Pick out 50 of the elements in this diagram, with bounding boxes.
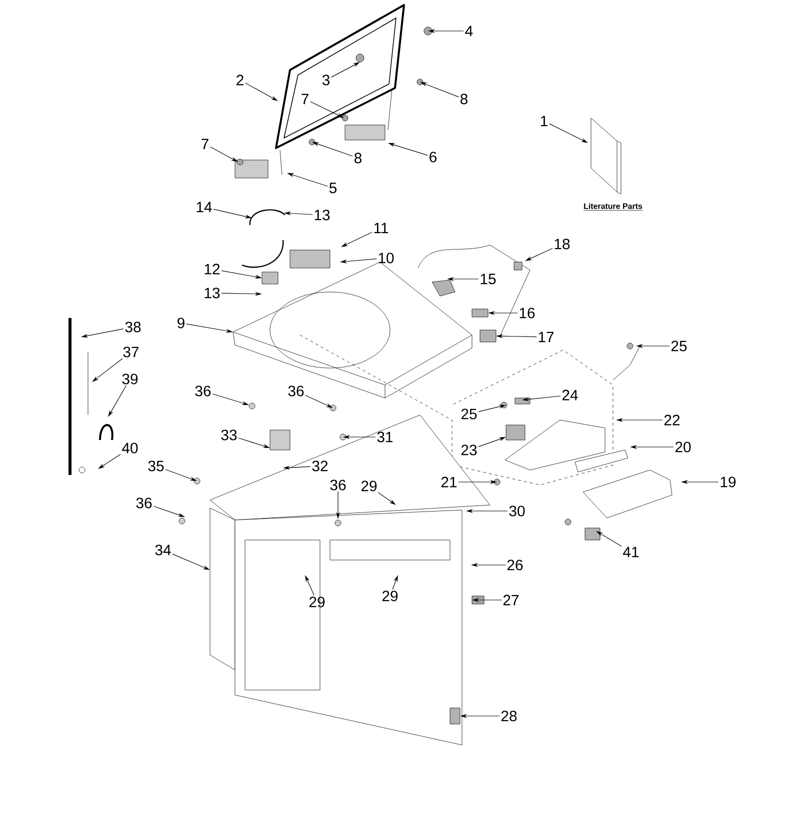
callout-number: 7: [302, 94, 308, 104]
callout-number: 36: [136, 498, 152, 508]
callout-number: 33: [221, 430, 237, 440]
callout-number: 20: [675, 442, 691, 452]
callout-number: 13: [204, 288, 220, 298]
callout-number: 22: [664, 414, 680, 426]
callout-number: 7: [202, 138, 208, 150]
callout-number: 40: [122, 442, 138, 454]
callout-number: 6: [430, 152, 436, 162]
callout-number: 3: [322, 74, 330, 86]
callout-number: 38: [125, 322, 141, 332]
callout-number: 5: [329, 182, 337, 194]
callout-number: 17: [538, 332, 554, 342]
callout-number: 9: [178, 318, 184, 328]
callout-number: 10: [378, 252, 394, 264]
callout-number: 36: [195, 386, 211, 396]
callout-number: 1: [540, 116, 548, 126]
callout-number: 36: [330, 480, 346, 490]
callout-number: 16: [520, 308, 535, 318]
callout-number: 19: [720, 476, 736, 488]
callout-number: 11: [374, 222, 388, 234]
callout-number: 41: [623, 546, 639, 558]
callout-number: 15: [480, 274, 496, 284]
callout-number: 25: [461, 408, 477, 420]
callout-number: 27: [503, 594, 519, 606]
callout-number: 14: [196, 202, 212, 212]
callout-number: 31: [377, 432, 393, 442]
callout-number: 23: [461, 444, 477, 456]
callout-number: 29: [361, 480, 377, 492]
callout-number: 24: [562, 390, 578, 400]
callout-number: 2: [236, 74, 244, 86]
callout-number: 18: [554, 238, 570, 250]
callout-number: 21: [441, 476, 457, 488]
callout-number: 37: [123, 346, 139, 358]
callout-number: 34: [155, 544, 171, 556]
callout-number: 28: [501, 710, 517, 722]
callout-number: 35: [148, 460, 164, 472]
callout-number: 39: [122, 374, 138, 384]
callout-number: 29: [309, 596, 325, 608]
callout-number: 32: [312, 460, 328, 472]
callout-number: 4: [465, 26, 473, 36]
callout-number: 26: [507, 560, 523, 570]
callout-number: 13: [314, 210, 330, 220]
callout-number: 30: [509, 506, 525, 516]
callout-number: 12: [204, 264, 220, 274]
callout-number: 8: [354, 152, 362, 164]
callout-number: 29: [382, 590, 398, 602]
callout-number: 25: [671, 340, 687, 352]
callout-number: 36: [288, 386, 304, 396]
callout-number: 8: [460, 94, 468, 104]
